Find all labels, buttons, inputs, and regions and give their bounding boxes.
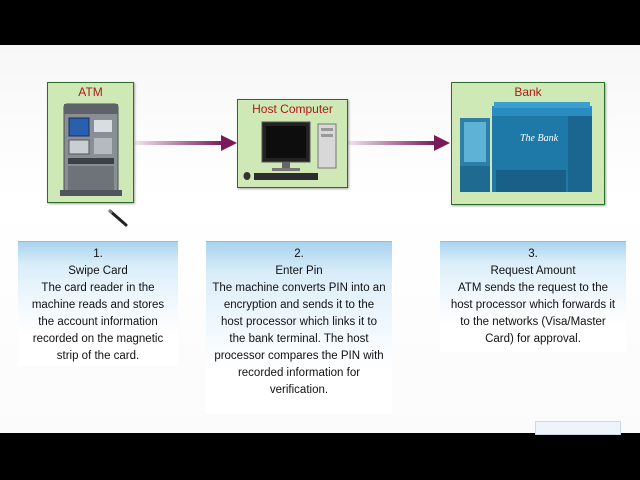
atm-machine-icon [60, 103, 122, 196]
step-box-1: 1. Swipe Card The card reader in the mac… [18, 241, 178, 366]
arrow-atm-to-host [135, 135, 237, 151]
desktop-computer-icon [243, 121, 337, 180]
host-computer-node: Host Computer [237, 99, 348, 188]
step-box-2: 2. Enter Pin The machine converts PIN in… [206, 241, 392, 414]
bank-sign: The Bank [520, 133, 559, 144]
step-title: Request Amount [490, 265, 576, 277]
pen-pointer-icon [108, 209, 128, 227]
host-computer-title: Host Computer [252, 102, 333, 116]
step-number: 2. [294, 248, 304, 260]
step-description: The card reader in the machine reads and… [31, 282, 165, 362]
step-description: ATM sends the request to the host proces… [450, 282, 616, 345]
step-title: Swipe Card [68, 265, 128, 277]
bank-title: Bank [514, 85, 542, 99]
watermark-badge [535, 421, 621, 435]
step-number: 3. [528, 248, 538, 260]
step-box-3: 3. Request Amount ATM sends the request … [440, 241, 626, 352]
step-title: Enter Pin [275, 265, 323, 277]
step-description: The machine converts PIN into an encrypt… [212, 282, 386, 396]
slide: ATM Host Computer Bank [0, 45, 640, 435]
atm-node: ATM [47, 82, 134, 203]
atm-title: ATM [78, 85, 103, 99]
arrow-host-to-bank [348, 135, 450, 151]
bank-building-icon [460, 102, 592, 192]
bank-node: Bank The Bank [451, 82, 605, 205]
step-number: 1. [93, 248, 103, 260]
